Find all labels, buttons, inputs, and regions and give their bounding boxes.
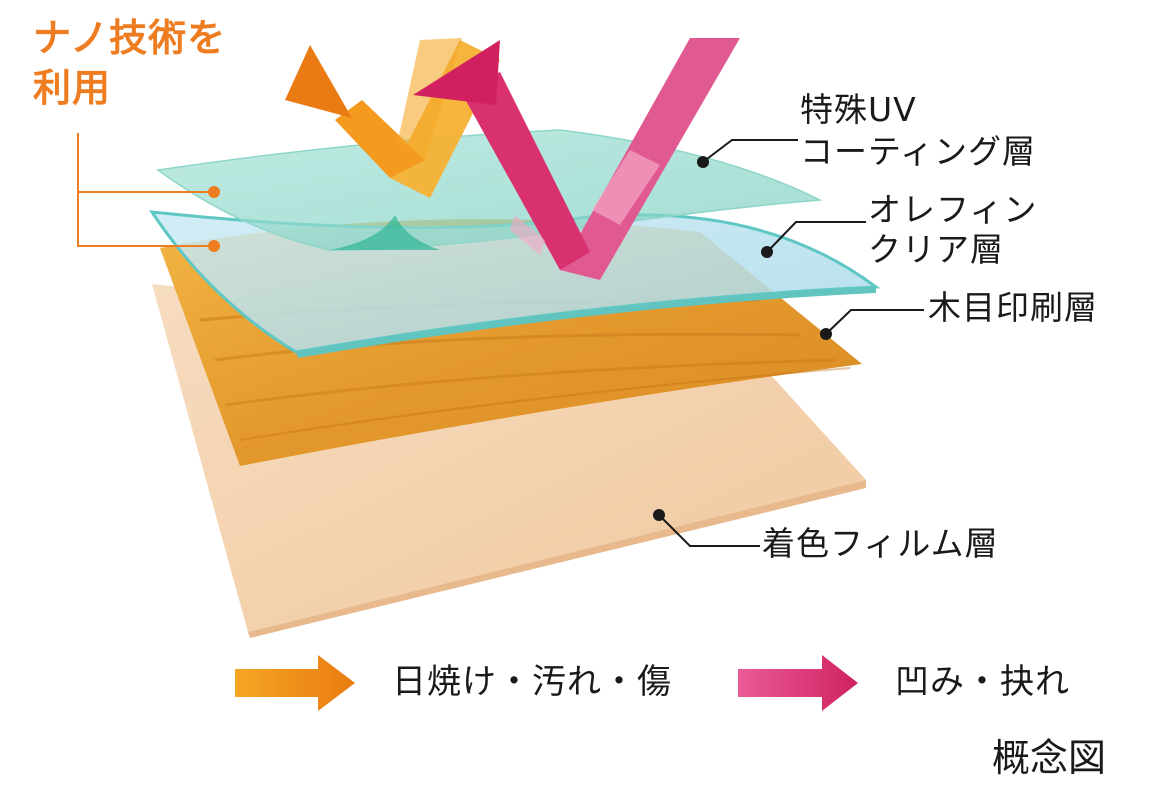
wood-label-dot (820, 328, 832, 340)
clear-layer-marker-dot (208, 240, 220, 252)
legend-orange-text: 日焼け・汚れ・傷 (392, 662, 672, 702)
legend-orange-arrow (235, 655, 355, 711)
nano-bracket-lines (77, 133, 214, 247)
uv-layer-marker-dot (208, 186, 220, 198)
olefin-clear-label-line1: オレフィン (868, 190, 1038, 229)
clear-label-dot (761, 246, 773, 258)
uv-coating-label-line2: コーティング層 (800, 132, 1037, 171)
uv-coating-label-line1: 特殊UV (800, 90, 917, 129)
uv-label-dot (697, 156, 709, 168)
legend-pink-text: 凹み・抉れ (895, 662, 1070, 702)
olefin-clear-label-line2: クリア層 (868, 230, 1004, 269)
film-label-dot (653, 509, 665, 521)
pink-arrow-reflection (413, 38, 740, 280)
diagram-caption: 概念図 (992, 736, 1107, 780)
legend-pink-arrow (738, 655, 858, 711)
nano-label-line2: 利用 (33, 66, 112, 110)
nano-label-line1: ナノ技術を (33, 16, 227, 60)
colored-film-label: 着色フィルム層 (762, 524, 999, 563)
wood-print-label: 木目印刷層 (928, 288, 1098, 327)
label-leader-lines (658, 139, 924, 547)
